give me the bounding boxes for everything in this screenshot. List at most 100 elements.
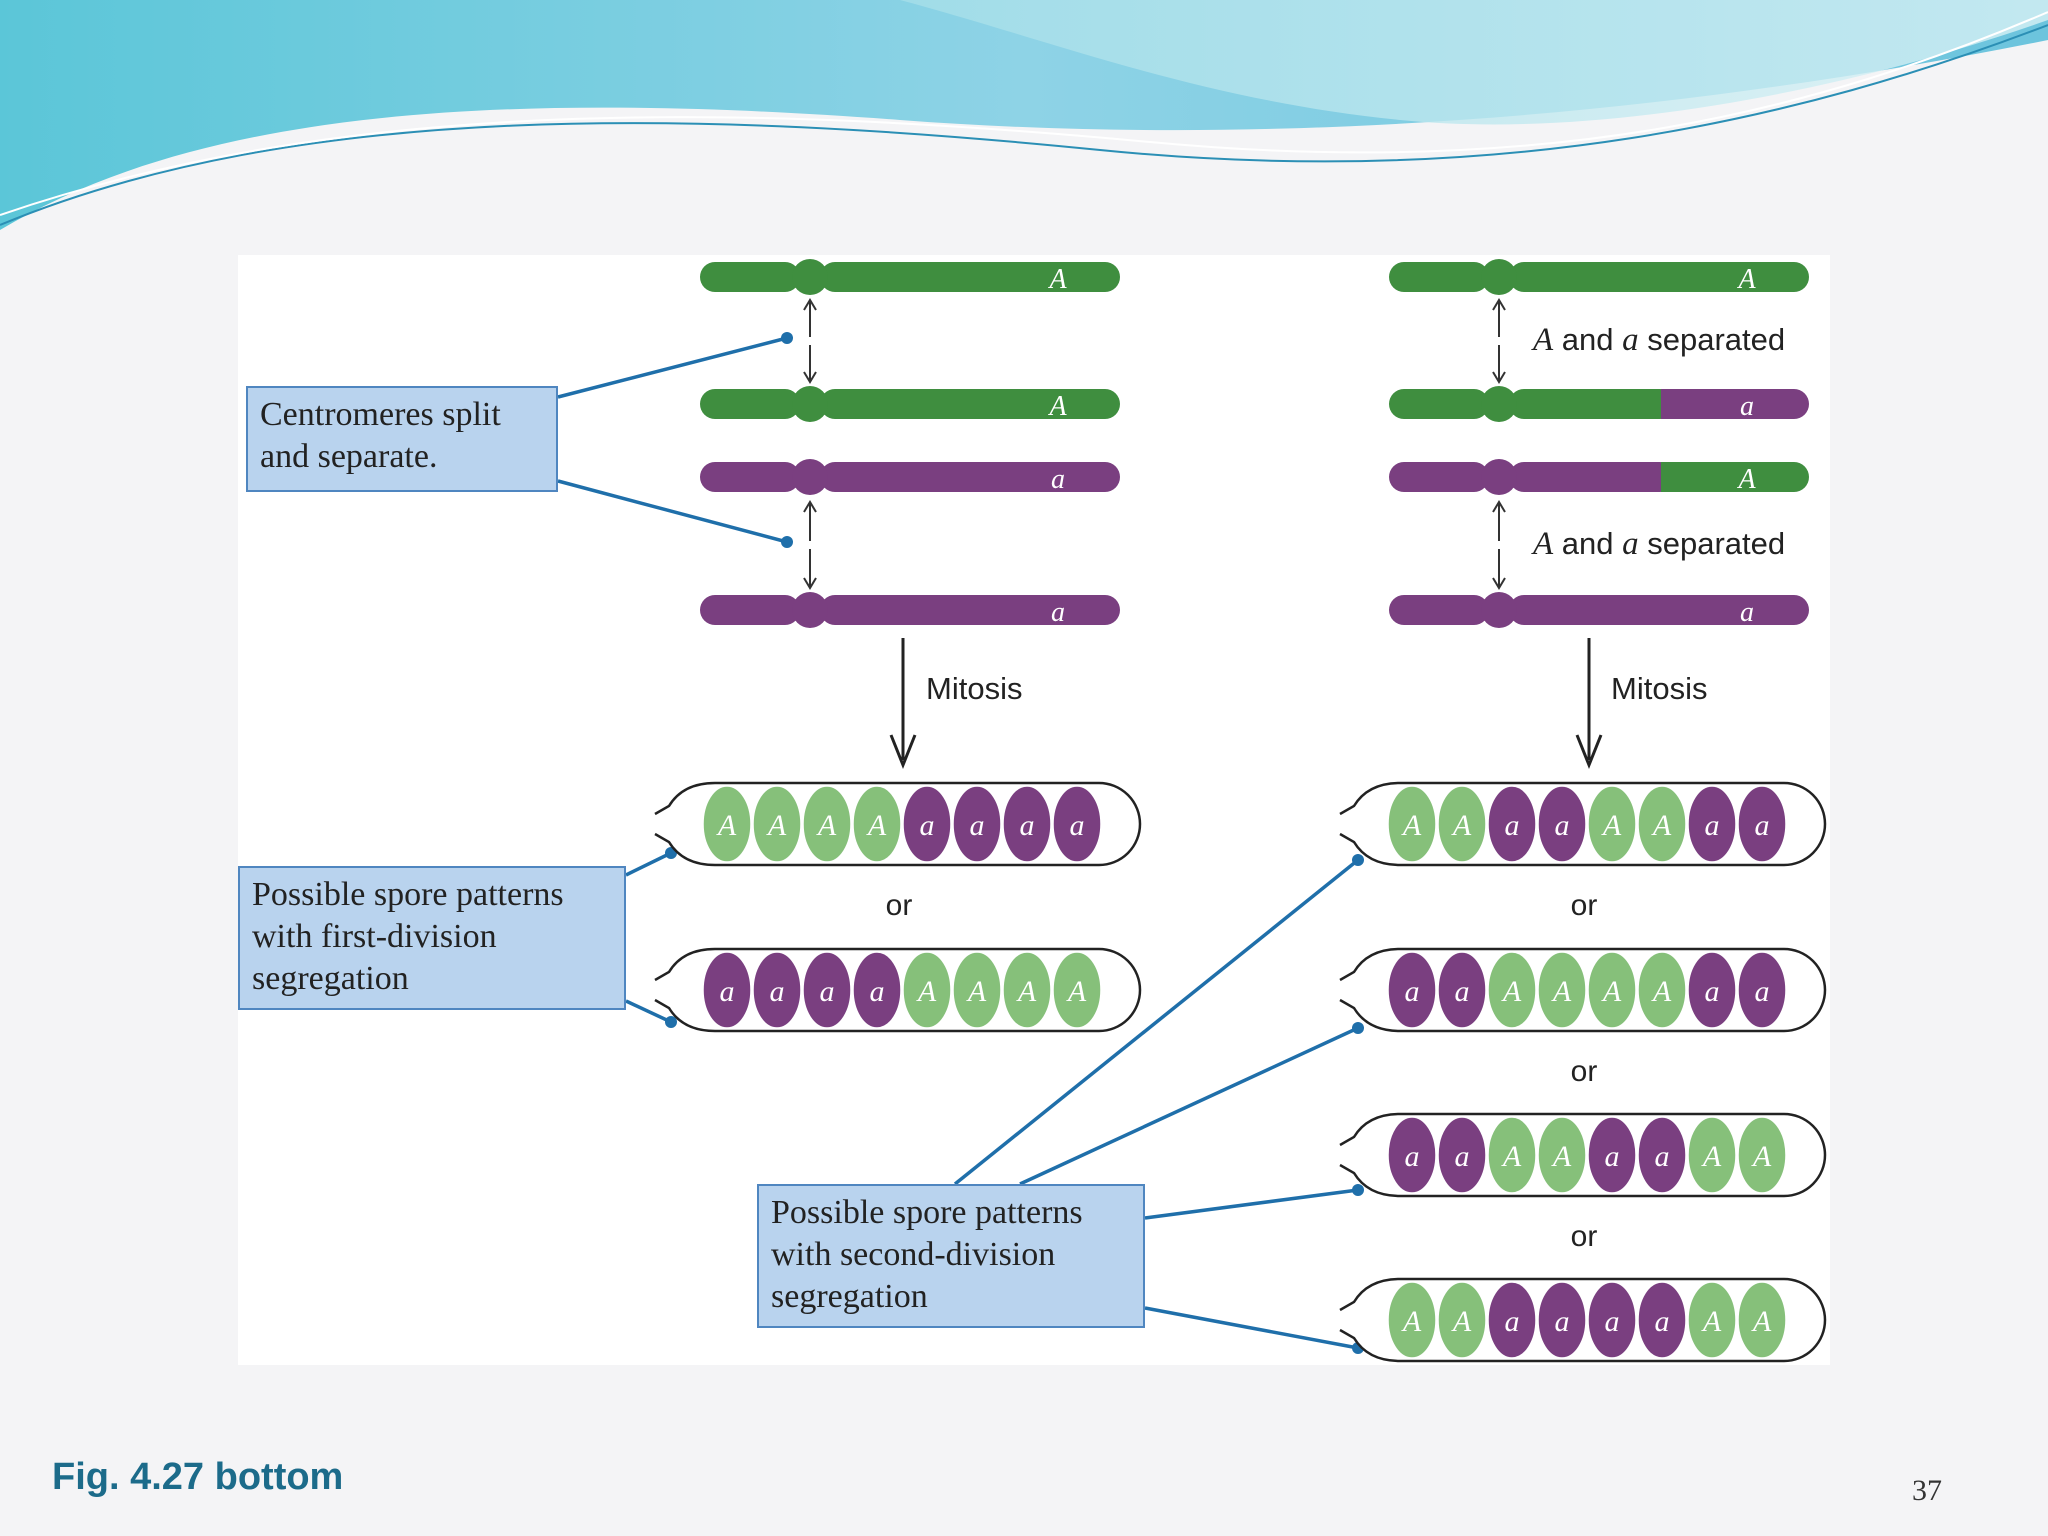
right-ascus-1-spore-8 bbox=[1737, 785, 1787, 863]
right-ascus-1-spore-2-label: A bbox=[1451, 809, 1472, 842]
right-ascus-1-spore-1 bbox=[1387, 785, 1437, 863]
right-separation-arrows-bottom bbox=[1492, 500, 1506, 590]
right-chromosome-4-short-arm bbox=[1389, 595, 1489, 625]
or-left-1: or bbox=[886, 889, 913, 922]
left-chromosome-2-short-arm bbox=[700, 389, 800, 419]
separated-label-top: A and a separated bbox=[1531, 322, 1785, 358]
left-chromosome-3-long-arm bbox=[820, 462, 1120, 492]
right-ascus-4-spore-2-label: A bbox=[1451, 1305, 1472, 1338]
right-ascus-2-spore-8-label: a bbox=[1755, 975, 1770, 1008]
or-right-3: or bbox=[1571, 1220, 1598, 1253]
right-ascus-3-spore-4-label: A bbox=[1551, 1140, 1572, 1173]
right-ascus-3-spore-2 bbox=[1437, 1116, 1487, 1194]
left-ascus-2-spore-2-label: a bbox=[770, 975, 785, 1008]
right-ascus-1-spore-7 bbox=[1687, 785, 1737, 863]
left-ascus-1-spore-7-label: a bbox=[1020, 809, 1035, 842]
right-chromosome-4: a bbox=[1389, 592, 1809, 628]
right-separation-arrows-top bbox=[1492, 298, 1506, 384]
right-ascus-4-spore-6 bbox=[1637, 1281, 1687, 1359]
leader-second-division-1 bbox=[953, 854, 1364, 1186]
left-ascus-2-spore-6 bbox=[952, 951, 1002, 1029]
left-chromosome-1-allele-label: A bbox=[1047, 264, 1067, 295]
right-ascus-4-spore-4-label: a bbox=[1555, 1305, 1570, 1338]
right-chromosome-4-centromere bbox=[1481, 592, 1517, 628]
left-chromosome-3-short-arm bbox=[700, 462, 800, 492]
right-chromosome-2-allele-label: a bbox=[1740, 391, 1754, 422]
right-ascus-1-spore-4-label: a bbox=[1555, 809, 1570, 842]
right-chromosome-4-long-arm bbox=[1509, 595, 1809, 625]
left-ascus-2-spore-5 bbox=[902, 951, 952, 1029]
right-ascus-2-spore-7-label: a bbox=[1705, 975, 1720, 1008]
left-ascus-2-spore-5-label: A bbox=[916, 975, 937, 1008]
right-ascus-2-spore-5 bbox=[1587, 951, 1637, 1029]
right-chromosome-3-crossover-joint bbox=[1661, 462, 1677, 492]
mitosis-arrow-left-head bbox=[889, 734, 917, 770]
left-ascus-2-spore-8 bbox=[1052, 951, 1102, 1029]
right-chromosome-3-long-arm-distal bbox=[1661, 462, 1809, 492]
label-first-division: Possible spore patterns with first-divis… bbox=[238, 866, 626, 1010]
right-ascus-2-spore-3 bbox=[1487, 951, 1537, 1029]
left-ascus-1-spore-4 bbox=[852, 785, 902, 863]
left-ascus-2-spore-8-label: A bbox=[1066, 975, 1087, 1008]
right-chromosome-2: a bbox=[1389, 386, 1809, 422]
right-chromosome-2-long-arm-proximal bbox=[1509, 389, 1675, 419]
right-ascus-3-spore-5-label: a bbox=[1605, 1140, 1620, 1173]
right-chromosome-1-centromere bbox=[1481, 259, 1517, 295]
right-ascus-1-spore-3-label: a bbox=[1505, 809, 1520, 842]
right-ascus-4-spore-4 bbox=[1537, 1281, 1587, 1359]
right-ascus-2-spore-1-label: a bbox=[1405, 975, 1420, 1008]
right-ascus-4-spore-8 bbox=[1737, 1281, 1787, 1359]
leader-second-division-2 bbox=[1019, 1022, 1364, 1186]
left-ascus-2-spore-7 bbox=[1002, 951, 1052, 1029]
right-ascus-3-spore-8-label: A bbox=[1751, 1140, 1772, 1173]
right-ascus-1-spore-6-label: A bbox=[1651, 809, 1672, 842]
label-second-division-line-3: segregation bbox=[771, 1278, 928, 1315]
mitosis-arrow-right-label: Mitosis bbox=[1611, 671, 1707, 706]
leader-centromeres-bottom bbox=[557, 479, 793, 548]
leader-first-division-bottom bbox=[625, 999, 677, 1028]
label-centromeres: Centromeres split and separate. bbox=[246, 386, 558, 492]
mitosis-arrow-left: Mitosis bbox=[889, 638, 1022, 770]
right-chromosome-3-short-arm bbox=[1389, 462, 1489, 492]
right-ascus-4-spore-1 bbox=[1387, 1281, 1437, 1359]
right-chromosome-2-crossover-joint bbox=[1661, 389, 1677, 419]
right-ascus-4-spore-6-label: a bbox=[1655, 1305, 1670, 1338]
header-wave bbox=[0, 0, 2048, 230]
left-ascus-1-spore-8 bbox=[1052, 785, 1102, 863]
right-chromosome-3: A bbox=[1389, 459, 1809, 495]
leader-lines bbox=[557, 332, 1364, 1354]
left-chromosome-3: a bbox=[700, 459, 1120, 495]
right-ascus-1-spore-6 bbox=[1637, 785, 1687, 863]
left-ascus-2-spore-7-label: A bbox=[1016, 975, 1037, 1008]
left-chromosome-2: A bbox=[700, 386, 1120, 422]
left-ascus-2-spore-1 bbox=[702, 951, 752, 1029]
right-ascus-1-spore-1-label: A bbox=[1401, 809, 1422, 842]
right-ascus-2-spore-1 bbox=[1387, 951, 1437, 1029]
left-chromosome-1-short-arm bbox=[700, 262, 800, 292]
label-second-division-line-1: Possible spore patterns bbox=[771, 1194, 1083, 1231]
label-centromeres-line-1: Centromeres split bbox=[260, 396, 501, 433]
left-chromosome-4-allele-label: a bbox=[1051, 597, 1065, 628]
left-chromosome-3-allele-label: a bbox=[1051, 464, 1065, 495]
left-ascus-2-spore-4-label: a bbox=[870, 975, 885, 1008]
left-chromosome-4-centromere bbox=[792, 592, 828, 628]
right-ascus-4-spore-7-label: A bbox=[1701, 1305, 1722, 1338]
left-ascus-1-spore-2-label: A bbox=[766, 809, 787, 842]
right-ascus-1-spore-5-label: A bbox=[1601, 809, 1622, 842]
mitosis-arrow-right: Mitosis bbox=[1575, 638, 1707, 770]
label-first-division-line-2: with first-division bbox=[252, 918, 497, 955]
right-ascus-3-spore-6 bbox=[1637, 1116, 1687, 1194]
right-ascus-1-spore-5 bbox=[1587, 785, 1637, 863]
left-ascus-1-spore-3-label: A bbox=[816, 809, 837, 842]
right-ascus-4-spore-5 bbox=[1587, 1281, 1637, 1359]
left-chromosome-4-short-arm bbox=[700, 595, 800, 625]
right-ascus-3-spore-5 bbox=[1587, 1116, 1637, 1194]
left-chromosome-2-centromere bbox=[792, 386, 828, 422]
right-chromosome-1-short-arm bbox=[1389, 262, 1489, 292]
right-chromosome-1: A bbox=[1389, 259, 1809, 295]
